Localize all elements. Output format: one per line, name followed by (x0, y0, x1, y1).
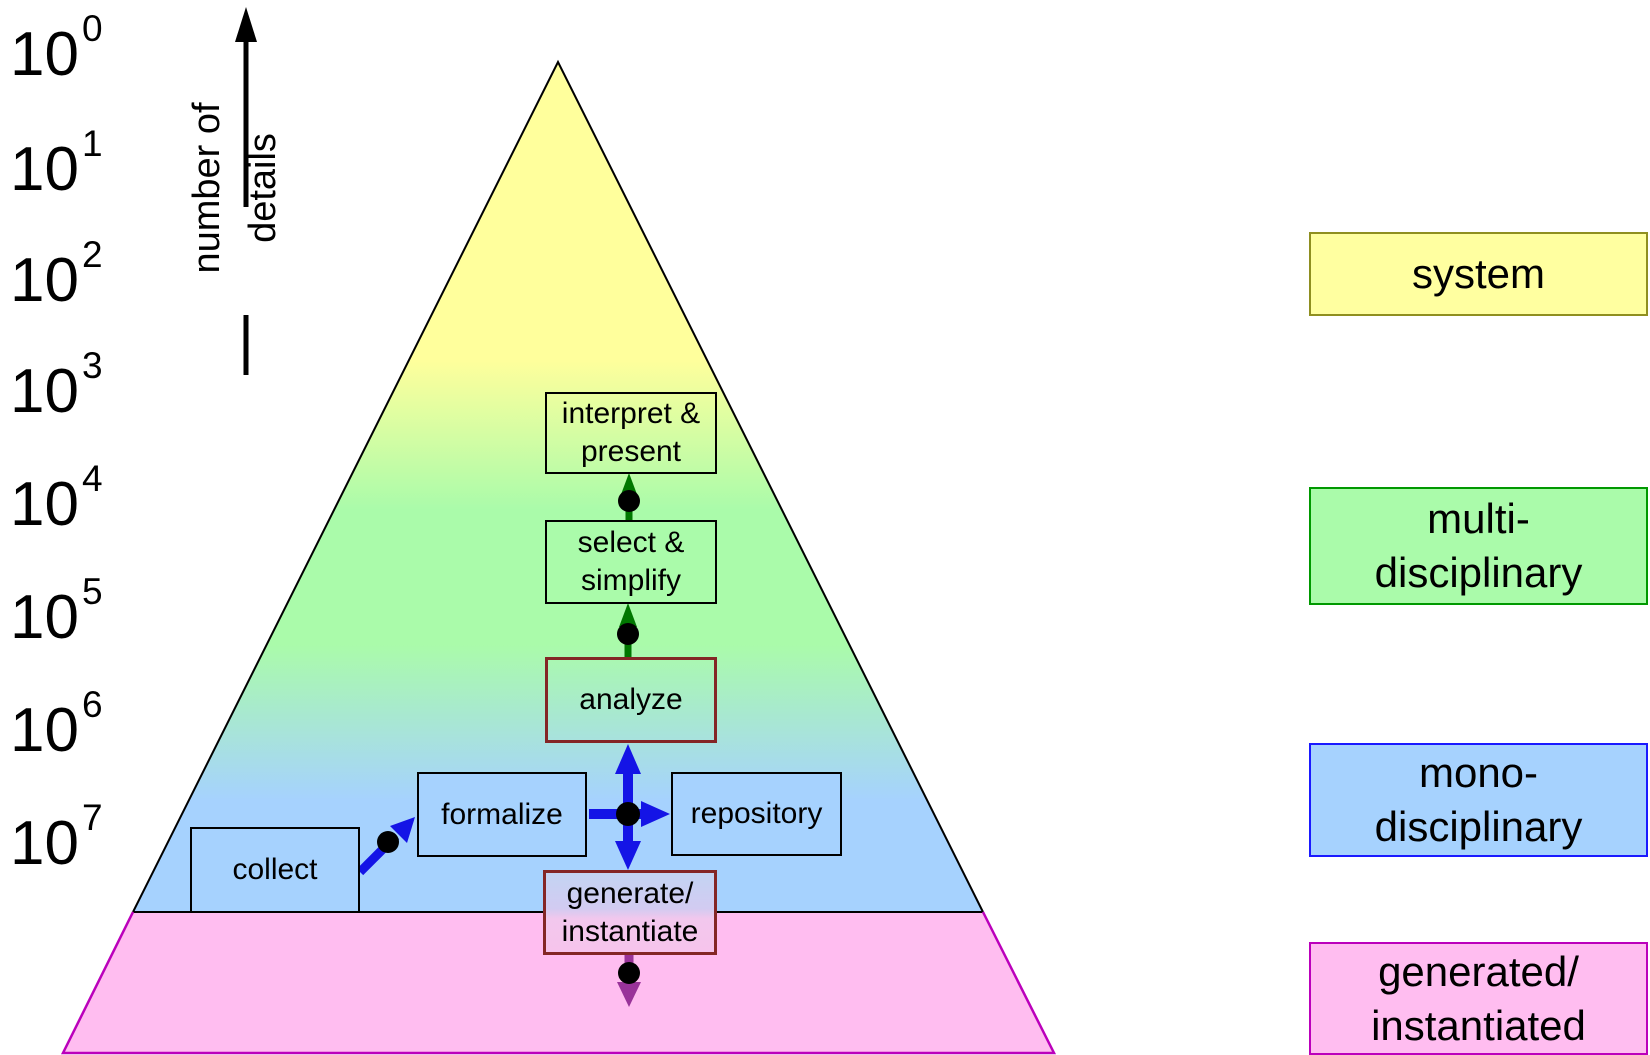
tick-base: 10 (10, 809, 79, 878)
tick-exponent: 3 (81, 345, 103, 386)
legend-label: multi- (1427, 495, 1530, 542)
tick-exponent: 4 (81, 458, 103, 499)
axis-label-line2: details (242, 133, 284, 243)
tick-exponent: 2 (81, 234, 103, 275)
pyramid-upper-outline (132, 59, 984, 913)
flow-box-label: interpret & (561, 397, 701, 430)
legend-label: instantiated (1371, 1001, 1586, 1049)
flow-box-formalize: formalize (417, 772, 587, 857)
axis-arrowhead-icon (235, 7, 257, 42)
arrowhead-analyze-icon (615, 744, 641, 774)
flow-box-label: select & (577, 526, 685, 559)
legend-item-system: system (1309, 232, 1648, 316)
arrowhead-formalize-icon (390, 817, 415, 843)
node-dot (618, 490, 640, 512)
node-dot (616, 802, 640, 826)
tick-base: 10 (10, 135, 79, 204)
flow-box-label: analyze (579, 683, 683, 716)
node-dot (377, 831, 399, 853)
flow-box-label: repository (690, 797, 823, 830)
flow-box-label: instantiate (561, 914, 699, 948)
legend-item-multi-disciplinary: multi- disciplinary (1309, 487, 1648, 605)
flow-box-interpret-present: interpret & present (545, 392, 717, 474)
legend-label: disciplinary (1374, 803, 1583, 850)
flow-box-label: simplify (580, 564, 681, 597)
legend-label: disciplinary (1374, 549, 1583, 596)
tick-exponent: 1 (81, 123, 103, 164)
flow-box-label: collect (232, 853, 318, 886)
legend-item-generated-instantiated: generated/ instantiated (1309, 942, 1648, 1055)
node-dot (618, 962, 640, 984)
flow-box-analyze: analyze (545, 657, 717, 743)
flow-box-label: generate/ (566, 876, 694, 910)
tick-base: 10 (10, 583, 79, 652)
legend-label: system (1411, 250, 1545, 297)
flow-box-collect: collect (190, 827, 360, 913)
tick-exponent: 0 (81, 8, 103, 49)
tick-base: 10 (10, 696, 79, 765)
pyramid-base-outline (60, 911, 1057, 1055)
axis-label-line1: number of (186, 102, 228, 274)
arrowhead-down-icon (617, 982, 641, 1007)
legend-label: generated/ (1378, 947, 1579, 995)
flow-box-label: formalize (441, 797, 563, 831)
tick-exponent: 5 (81, 571, 103, 612)
tick-exponent: 7 (81, 797, 103, 838)
tick-base: 10 (10, 357, 79, 426)
tick-exponent: 6 (81, 684, 103, 725)
arrowhead-select-icon (619, 603, 637, 627)
arrowhead-repository-icon (641, 801, 670, 827)
tick-base: 10 (10, 246, 79, 315)
arrowhead-generate-icon (615, 841, 641, 870)
node-dot (617, 623, 639, 645)
flow-box-generate-instantiate: generate/ instantiate (543, 870, 717, 955)
flow-box-label: present (580, 435, 682, 468)
legend-label: mono- (1418, 749, 1539, 796)
axis-label: number of details (179, 68, 291, 308)
flow-box-select-simplify: select & simplify (545, 520, 717, 604)
tick-base: 10 (10, 470, 79, 539)
legend-item-mono-disciplinary: mono- disciplinary (1309, 743, 1648, 857)
flow-box-repository: repository (671, 772, 842, 856)
tick-base: 10 (10, 20, 79, 89)
